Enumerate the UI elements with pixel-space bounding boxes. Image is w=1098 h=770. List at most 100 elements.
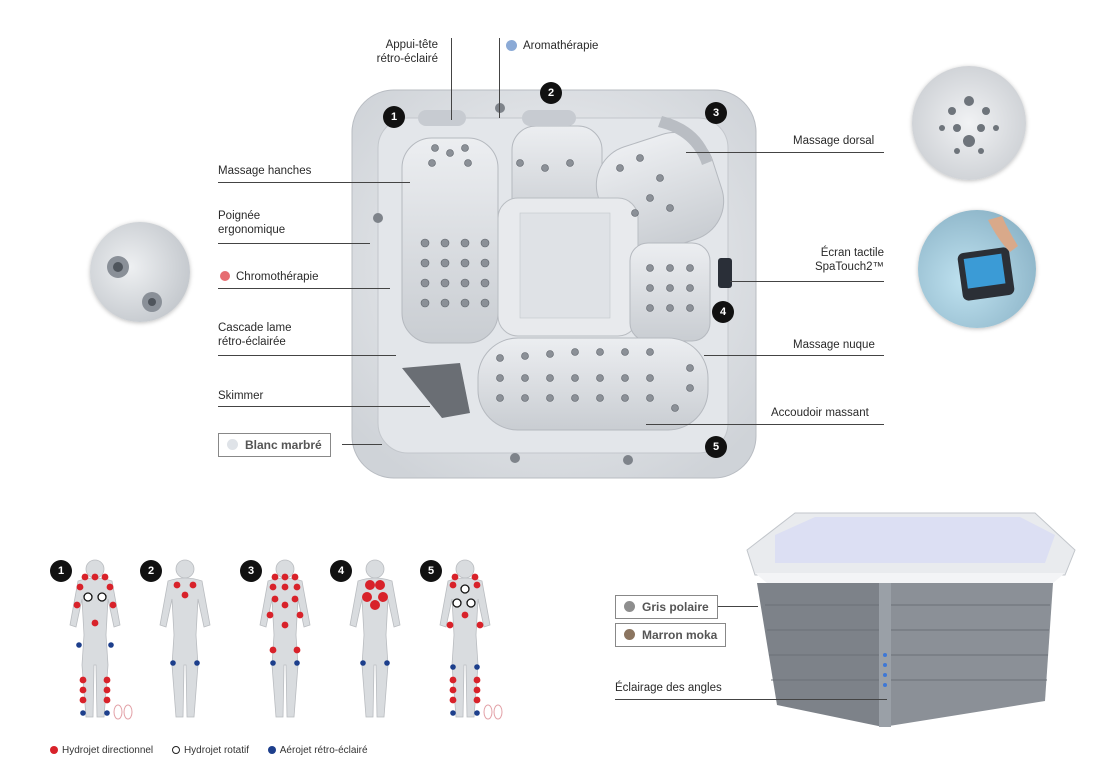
hydrojet-dot [269, 646, 277, 654]
finish-name: Marron moka [642, 628, 718, 642]
leader-cabinet [718, 606, 758, 607]
hydrojet-dot [291, 573, 299, 581]
aroma-icon [506, 40, 517, 51]
leader-screen [730, 281, 884, 282]
leader-dorsal [686, 152, 884, 153]
hydrojet-dot [362, 592, 372, 602]
legend-item-aero: Aérojet rétro-éclairé [267, 745, 368, 756]
label-aroma: Aromathérapie [523, 40, 599, 52]
hydrojet-dot [79, 676, 87, 684]
finish-name: Gris polaire [642, 600, 709, 614]
leader-headrest [451, 38, 452, 120]
label-corner-light: Éclairage des angles [615, 682, 722, 694]
hydrojet-dot [473, 686, 481, 694]
hydrojet-dot [269, 583, 277, 591]
leader-finish [342, 444, 382, 445]
hydrojet-dot [266, 611, 274, 619]
legend: Hydrojet directionnel Hydrojet rotatif A… [50, 745, 368, 756]
legend-item-directional: Hydrojet directionnel [50, 745, 153, 756]
hydrojet-dot [473, 676, 481, 684]
seat-badge-2: 2 [540, 82, 562, 104]
hydrojet-dot [106, 583, 114, 591]
label-dorsal: Massage dorsal [793, 135, 875, 147]
leader-skimmer [218, 406, 430, 407]
ring-icon [171, 746, 180, 755]
hydrojet-dot [461, 611, 469, 619]
aerojet-dot [360, 660, 366, 666]
photo-touchscreen [918, 210, 1036, 328]
figure-badge-5: 5 [420, 560, 442, 582]
chromo-icon [220, 271, 230, 281]
body-figure-3 [259, 559, 311, 718]
red-dot-icon [50, 746, 58, 755]
label-chromo: Chromothérapie [236, 271, 319, 283]
leader-corner-light [615, 699, 887, 700]
hydrojet-dot [79, 686, 87, 694]
hydrojet-dot [81, 573, 89, 581]
hydrojet-dot [370, 600, 380, 610]
hydrojet-dot [473, 696, 481, 704]
hydrojet-dot [189, 581, 197, 589]
blue-dot-icon [267, 746, 276, 755]
hydrojet-dot [281, 621, 289, 629]
hydrojet-dot [446, 621, 454, 629]
legend-item-rotary: Hydrojet rotatif [171, 745, 249, 756]
body-figure-5 [439, 559, 503, 720]
hydrojet-dot [281, 583, 289, 591]
aerojet-dot [474, 710, 480, 716]
leader-handle [218, 243, 370, 244]
body-figure-2 [159, 559, 211, 718]
label-armrest: Accoudoir massant [771, 407, 869, 419]
aerojet-dot [294, 660, 300, 666]
body-figure-1 [69, 559, 133, 720]
hydrojet-dot [293, 646, 301, 654]
hydrojet-dot [375, 580, 385, 590]
swatch-icon [624, 629, 635, 640]
aerojet-dot [108, 642, 114, 648]
rotary-jet-ring [452, 598, 462, 608]
hydrojet-dot [476, 621, 484, 629]
aerojet-dot [80, 710, 86, 716]
hydrojet-dot [91, 573, 99, 581]
hydrojet-dot [281, 601, 289, 609]
finish-top-chip: Blanc marbré [218, 433, 331, 457]
hydrojet-dot [76, 583, 84, 591]
spa-3d-view [746, 512, 1076, 727]
hydrojet-dot [449, 686, 457, 694]
hydrojet-dot [378, 592, 388, 602]
leader-aroma [499, 38, 500, 118]
finish-chip-gris-polaire: Gris polaire [615, 595, 718, 619]
seat-badge-5: 5 [705, 436, 727, 458]
seat-badge-1: 1 [383, 106, 405, 128]
hydrojet-dot [73, 601, 81, 609]
hydrojet-dot [101, 573, 109, 581]
aerojet-dot [474, 664, 480, 670]
hydrojet-dot [365, 580, 375, 590]
hydrojet-dot [281, 573, 289, 581]
rotary-jet-ring [97, 592, 107, 602]
photo-hip-jets [90, 222, 190, 322]
aerojet-dot [450, 664, 456, 670]
hydrojet-dot [109, 601, 117, 609]
label-neck: Massage nuque [793, 339, 875, 351]
finish-top-name: Blanc marbré [245, 438, 322, 452]
figure-badge-2: 2 [140, 560, 162, 582]
aerojet-dot [170, 660, 176, 666]
swatch-icon [624, 601, 635, 612]
figure-badge-4: 4 [330, 560, 352, 582]
seat-badge-3: 3 [705, 102, 727, 124]
hydrojet-dot [103, 696, 111, 704]
aerojet-dot [104, 710, 110, 716]
hydrojet-dot [271, 595, 279, 603]
hydrojet-dot [173, 581, 181, 589]
label-hips: Massage hanches [218, 165, 312, 177]
hydrojet-dot [103, 686, 111, 694]
label-handle: Poignée ergonomique [218, 210, 286, 236]
label-waterfall: Cascade lame rétro-éclairée [218, 322, 292, 348]
aerojet-dot [76, 642, 82, 648]
photo-dorsal-jets [912, 66, 1026, 180]
hydrojet-dot [473, 581, 481, 589]
hydrojet-dot [103, 676, 111, 684]
hydrojet-dot [449, 581, 457, 589]
finish-chip-marron-moka: Marron moka [615, 623, 727, 647]
